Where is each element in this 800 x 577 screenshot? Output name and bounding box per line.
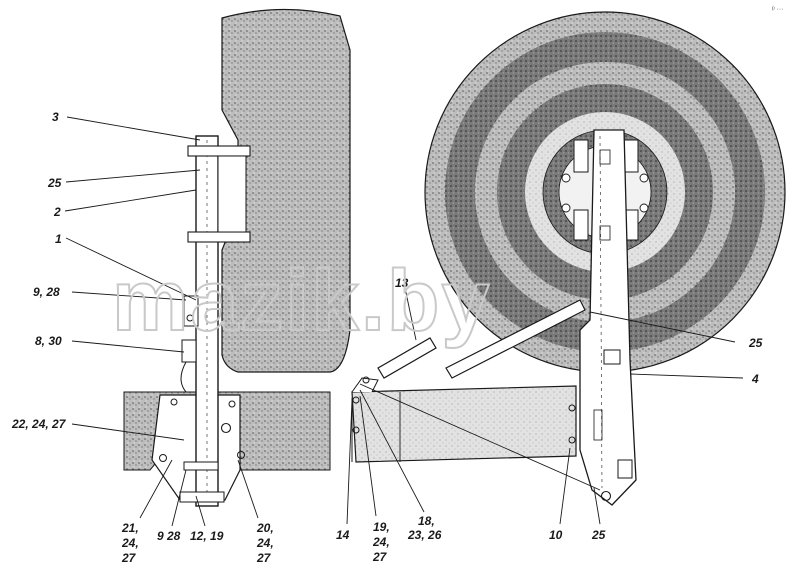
callout-18-23-26: 18, 23, 26 — [407, 514, 442, 542]
callout-14: 14 — [336, 528, 350, 542]
callout-4: 4 — [751, 372, 759, 386]
callout-19-24-27: 19, 24, 27 — [372, 520, 393, 564]
mounting-box — [351, 385, 577, 463]
callout-1: 1 — [55, 232, 62, 246]
callout-20-24-27: 20, 24, 27 — [256, 521, 277, 565]
callout-9-28-lower: 9 28 — [157, 529, 181, 543]
callout-3: 3 — [52, 110, 59, 124]
callout-10: 10 — [549, 528, 563, 542]
leader-lines — [64, 116, 744, 527]
left-side-view — [123, 8, 351, 507]
callout-8-30: 8, 30 — [35, 334, 62, 348]
callout-9-28-upper: 9, 28 — [33, 285, 60, 299]
callout-22-24-27: 22, 24, 27 — [11, 417, 67, 431]
callout-25-right: 25 — [748, 336, 763, 350]
callout-labels: 3 25 2 1 9, 28 8, 30 22, 24, 27 21, 24, … — [11, 110, 763, 565]
watermark-text: mazik.by — [112, 253, 491, 349]
callout-25-left: 25 — [47, 176, 62, 190]
callout-12-19: 12, 19 — [190, 529, 224, 543]
right-front-view — [351, 11, 786, 506]
callout-25-bottom: 25 — [591, 528, 606, 542]
callout-2: 2 — [53, 205, 61, 219]
callout-21-24-27: 21, 24, 27 — [121, 521, 142, 565]
callout-13: 13 — [395, 276, 409, 290]
corner-mark: ᵖ ··· — [772, 6, 784, 13]
diagonal-strut — [445, 299, 586, 379]
spare-tire-side — [221, 8, 351, 373]
